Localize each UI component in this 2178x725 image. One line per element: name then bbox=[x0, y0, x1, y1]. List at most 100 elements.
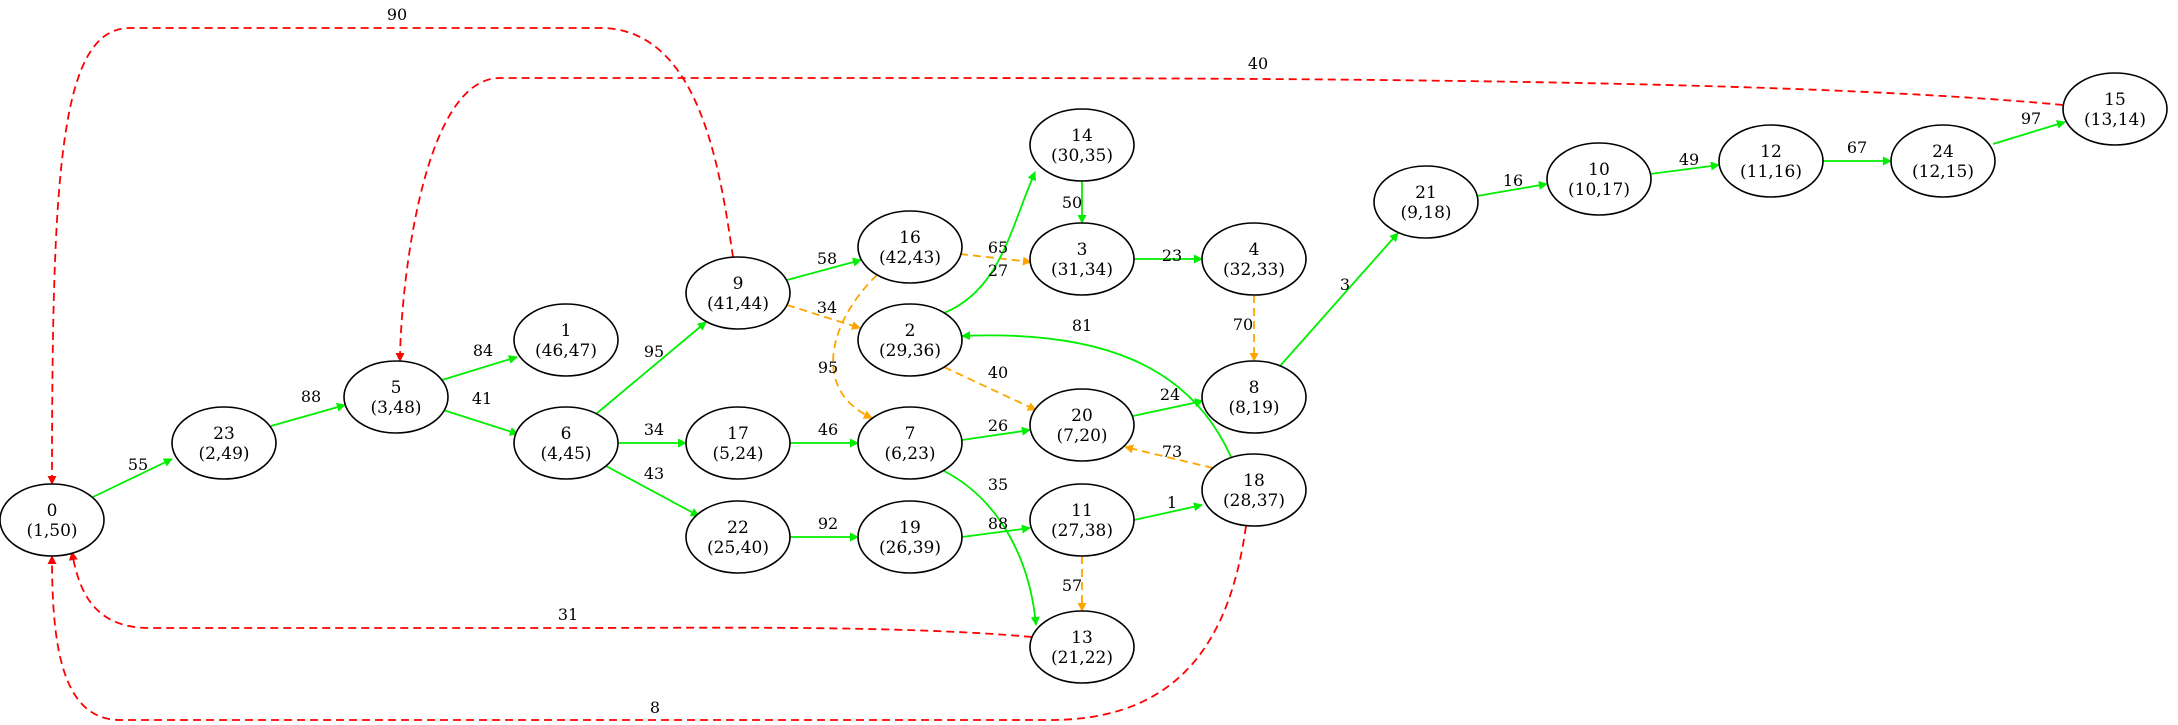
edge-weight-label: 31 bbox=[558, 605, 578, 624]
edge-weight-label: 24 bbox=[1160, 385, 1180, 404]
node-ellipse bbox=[1718, 124, 1824, 198]
node-ellipse bbox=[685, 500, 791, 574]
edge-weight-label: 34 bbox=[644, 420, 664, 439]
node-ellipse bbox=[1373, 165, 1479, 239]
node-name: 18 bbox=[1243, 471, 1265, 491]
node-ellipse bbox=[1201, 360, 1307, 434]
node-times: (26,39) bbox=[879, 538, 941, 558]
edge-line bbox=[1279, 232, 1399, 367]
edge-weight-label: 34 bbox=[817, 298, 837, 317]
edge-weight-label: 95 bbox=[818, 358, 838, 377]
node-times: (32,33) bbox=[1223, 260, 1285, 280]
node-times: (13,14) bbox=[2084, 110, 2146, 130]
node-times: (28,37) bbox=[1223, 491, 1285, 511]
edges-layer bbox=[47, 27, 2066, 721]
edge-weight-label: 43 bbox=[644, 464, 664, 483]
node-name: 13 bbox=[1071, 628, 1093, 648]
edge-18-to-2 bbox=[961, 331, 1232, 458]
node-ellipse bbox=[0, 483, 105, 557]
node-15: 15(13,14) bbox=[2062, 72, 2168, 146]
edge-line bbox=[47, 525, 1247, 721]
node-13: 13(21,22) bbox=[1029, 610, 1135, 684]
node-ellipse bbox=[1029, 108, 1135, 182]
edge-line bbox=[959, 253, 1032, 266]
edge-weight-label: 26 bbox=[988, 416, 1008, 435]
edge-weight-label: 92 bbox=[818, 514, 838, 533]
node-ellipse bbox=[1029, 610, 1135, 684]
edge-weight-label: 41 bbox=[472, 389, 492, 408]
edge-weight-label: 46 bbox=[818, 420, 838, 439]
node-times: (1,50) bbox=[26, 521, 77, 541]
node-ellipse bbox=[685, 256, 791, 330]
nodes-layer: 0(1,50)1(46,47)2(29,36)3(31,34)4(32,33)5… bbox=[0, 72, 2168, 684]
node-name: 10 bbox=[1588, 160, 1610, 180]
edge-7-to-13 bbox=[943, 470, 1040, 626]
node-times: (10,17) bbox=[1568, 180, 1630, 200]
edge-weight-label: 50 bbox=[1062, 193, 1082, 212]
edge-line bbox=[1992, 120, 2066, 145]
node-ellipse bbox=[513, 303, 619, 377]
edge-line bbox=[961, 331, 1232, 458]
edge-13-to-0 bbox=[68, 551, 1033, 638]
node-times: (27,38) bbox=[1051, 521, 1113, 541]
node-name: 3 bbox=[1077, 240, 1088, 260]
edge-weight-label: 8 bbox=[650, 698, 660, 717]
node-ellipse bbox=[857, 210, 963, 284]
edge-line bbox=[68, 551, 1033, 638]
edge-16-to-3 bbox=[959, 253, 1032, 266]
edge-2-to-14 bbox=[943, 171, 1036, 314]
node-name: 8 bbox=[1249, 378, 1260, 398]
edge-line bbox=[92, 458, 173, 498]
node-name: 4 bbox=[1249, 240, 1260, 260]
node-23: 23(2,49) bbox=[171, 406, 277, 480]
node-times: (41,44) bbox=[707, 294, 769, 314]
edge-24-to-15 bbox=[1992, 120, 2066, 145]
edge-weight-label: 40 bbox=[988, 363, 1008, 382]
edge-line bbox=[943, 171, 1036, 314]
edge-line bbox=[961, 524, 1031, 538]
edge-weight-label: 67 bbox=[1847, 138, 1867, 157]
node-name: 7 bbox=[905, 424, 916, 444]
node-name: 15 bbox=[2104, 90, 2126, 110]
node-name: 6 bbox=[561, 424, 572, 444]
edge-weight-label: 65 bbox=[988, 238, 1008, 257]
edge-weight-label: 70 bbox=[1233, 315, 1253, 334]
edge-20-to-8 bbox=[1132, 398, 1204, 417]
edge-2-to-20 bbox=[943, 366, 1037, 411]
node-name: 19 bbox=[899, 518, 921, 538]
edge-line bbox=[1132, 398, 1204, 417]
node-times: (30,35) bbox=[1051, 146, 1113, 166]
node-name: 16 bbox=[899, 228, 921, 248]
node-14: 14(30,35) bbox=[1029, 108, 1135, 182]
edge-23-to-5 bbox=[270, 402, 346, 427]
node-times: (25,40) bbox=[707, 538, 769, 558]
edge-0-to-23 bbox=[92, 458, 173, 498]
edge-9-to-16 bbox=[786, 257, 862, 281]
node-times: (46,47) bbox=[535, 341, 597, 361]
edge-9-to-0 bbox=[47, 27, 734, 485]
edge-line bbox=[832, 274, 878, 419]
edge-weight-label: 27 bbox=[988, 261, 1008, 280]
node-times: (2,49) bbox=[198, 444, 249, 464]
edge-line bbox=[395, 77, 2064, 362]
node-times: (4,45) bbox=[540, 444, 591, 464]
node-times: (11,16) bbox=[1740, 162, 1802, 182]
edge-line bbox=[943, 470, 1040, 626]
node-times: (7,20) bbox=[1056, 426, 1107, 446]
node-8: 8(8,19) bbox=[1201, 360, 1307, 434]
node-ellipse bbox=[1201, 453, 1307, 527]
edge-weight-label: 90 bbox=[387, 5, 407, 24]
edge-19-to-11 bbox=[961, 524, 1031, 538]
node-18: 18(28,37) bbox=[1201, 453, 1307, 527]
edge-weight-label: 23 bbox=[1162, 246, 1182, 265]
edge-line bbox=[1124, 444, 1214, 469]
node-1: 1(46,47) bbox=[513, 303, 619, 377]
edge-18-to-20 bbox=[1124, 444, 1214, 469]
node-name: 2 bbox=[905, 321, 916, 341]
edge-line bbox=[595, 321, 707, 415]
edge-weight-label: 58 bbox=[817, 249, 837, 268]
node-22: 22(25,40) bbox=[685, 500, 791, 574]
edge-weight-label: 95 bbox=[644, 342, 664, 361]
